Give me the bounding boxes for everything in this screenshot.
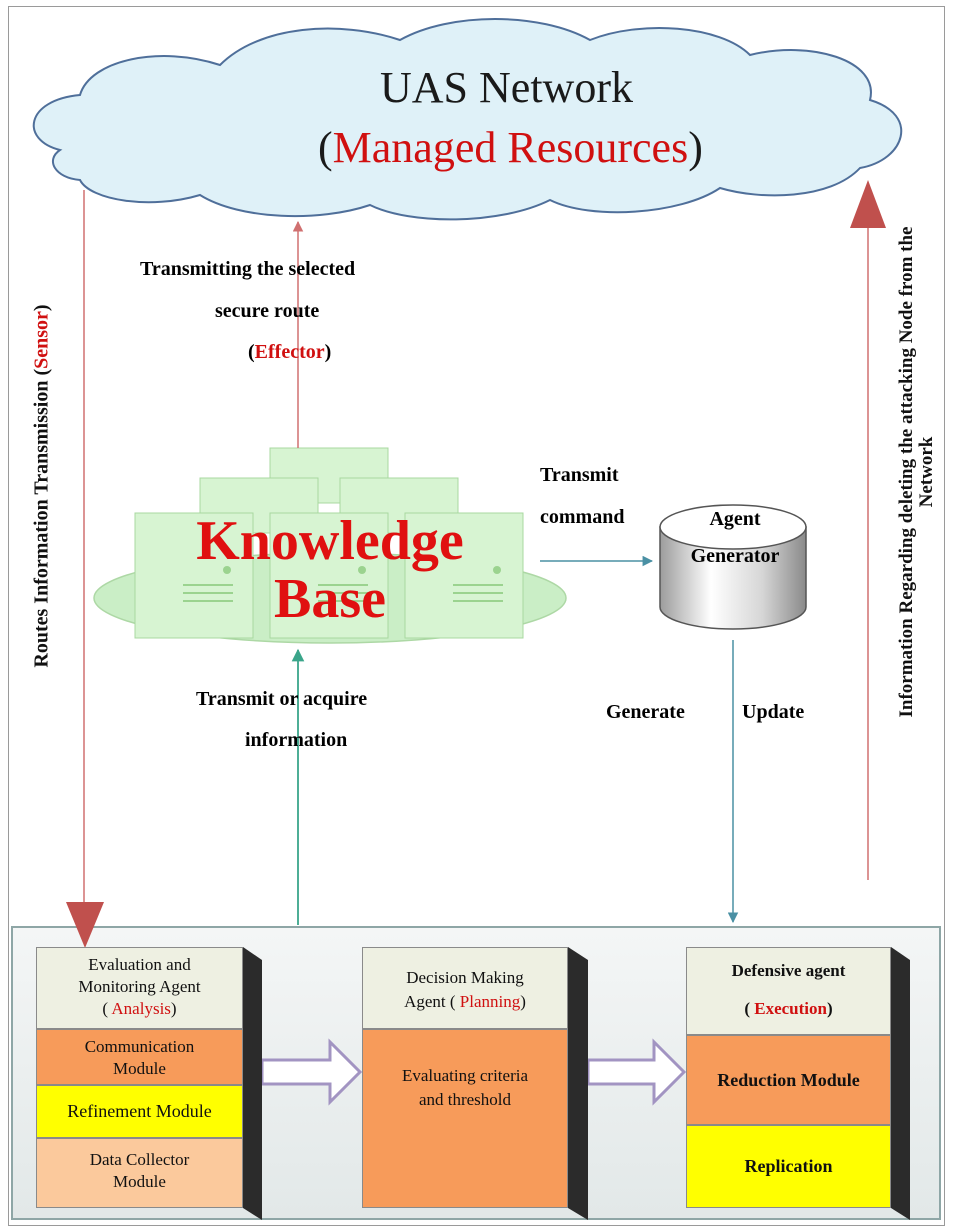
- reduction-module: Reduction Module: [686, 1035, 891, 1125]
- transmit-acquire-line1: Transmit or acquire: [196, 688, 368, 710]
- refinement-module: Refinement Module: [36, 1085, 243, 1138]
- communication-module: Communication Module: [36, 1029, 243, 1085]
- monitoring-agent-title: Evaluation and Monitoring Agent ( Analys…: [36, 947, 243, 1029]
- transmit-command-line2: command: [540, 506, 625, 528]
- delete-node-vertical-label: Information Regarding deleting the attac…: [896, 226, 937, 718]
- sensor-arrow: [66, 190, 104, 948]
- agent-box-shadows: [243, 947, 910, 1220]
- transmit-command-line1: Transmit: [540, 464, 619, 486]
- update-label: Update: [742, 701, 805, 723]
- knowledge-base-graphic: [93, 447, 567, 644]
- figure-frame: [8, 6, 945, 1226]
- delete-node-arrow: [850, 180, 886, 880]
- defensive-agent-title: Defensive agent ( Execution): [686, 947, 891, 1035]
- transmit-route-label-line1: Transmitting the selected: [140, 258, 356, 280]
- decision-agent-title: Decision Making Agent ( Planning): [362, 947, 568, 1029]
- flow-arrow-2: [586, 1038, 687, 1106]
- knowledge-base-title: Knowledge Base: [180, 512, 480, 628]
- managed-resources-label: Managed Resources: [332, 123, 689, 172]
- cloud-title: UAS Network: [380, 63, 633, 112]
- agent-generator-label: Agent Generator: [690, 508, 780, 567]
- sensor-vertical-label: Routes Information Transmission (Sensor): [30, 304, 53, 668]
- flow-arrow-1: [260, 1038, 363, 1106]
- knowledge-base-line2: Base: [274, 568, 386, 630]
- evaluating-criteria-module: Evaluating criteria and threshold: [362, 1029, 568, 1208]
- knowledge-base-line1: Knowledge: [196, 510, 464, 572]
- transmit-route-label-line2: secure route: [215, 300, 320, 322]
- agent-generator-cylinder: [659, 504, 807, 630]
- effector-label: (Effector): [248, 341, 332, 363]
- generate-label: Generate: [606, 701, 685, 723]
- data-collector-module: Data Collector Module: [36, 1138, 243, 1208]
- cloud-subtitle: (Managed Resources): [318, 123, 703, 172]
- transmit-acquire-line2: information: [245, 729, 348, 751]
- uas-network-cloud: [32, 18, 903, 221]
- replication-module: Replication: [686, 1125, 891, 1208]
